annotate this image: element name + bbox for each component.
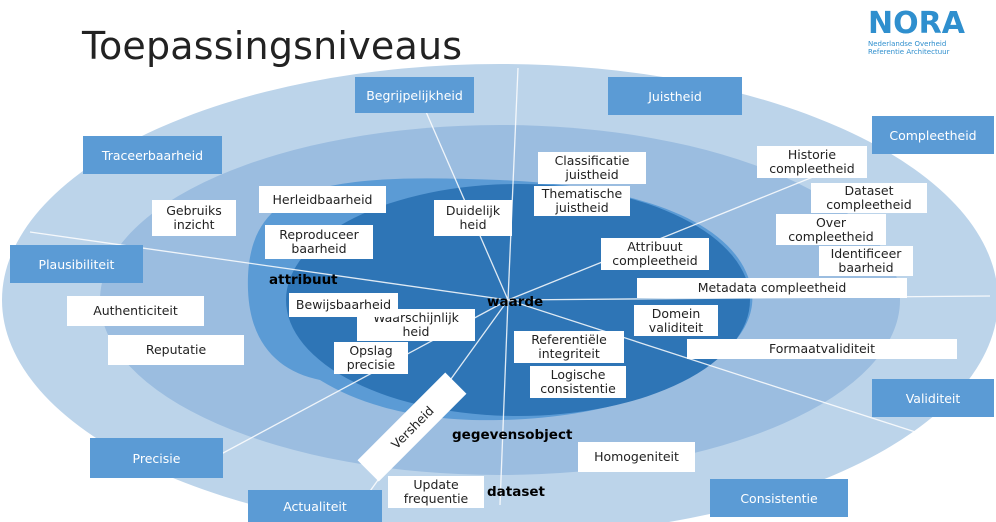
aspect-homogeniteit: Homogeniteit bbox=[578, 442, 695, 472]
nora-logo: NORA Nederlandse Overheid Referentie Arc… bbox=[868, 6, 992, 57]
aspect-metadata-compleetheid: Metadata compleetheid bbox=[637, 278, 907, 298]
aspect-reputatie: Reputatie bbox=[108, 335, 244, 365]
level-gegevensobject: gegevensobject bbox=[452, 427, 573, 443]
aspect-formaatvaliditeit: Formaatvaliditeit bbox=[687, 339, 957, 359]
dimension-begrijpelijkheid: Begrijpelijkheid bbox=[355, 77, 474, 113]
aspect-bewijsbaarheid: Bewijsbaarheid bbox=[289, 293, 398, 317]
aspect-classificatie-juistheid: Classificatie juistheid bbox=[538, 152, 646, 184]
aspect-over-compleetheid: Over compleetheid bbox=[776, 214, 886, 245]
aspect-gebruiks-inzicht: Gebruiks inzicht bbox=[152, 200, 236, 236]
aspect-authenticiteit: Authenticiteit bbox=[67, 296, 204, 326]
page-title: Toepassingsniveaus bbox=[82, 24, 463, 68]
aspect-duidelijkheid: Duidelijk heid bbox=[434, 200, 512, 236]
logo-name: NORA bbox=[868, 6, 965, 41]
aspect-waarschijnlijkheid: Waarschijnlijk heid bbox=[357, 309, 475, 341]
aspect-reproduceer-baarheid: Reproduceer baarheid bbox=[265, 225, 373, 259]
dimension-plausibiliteit: Plausibiliteit bbox=[10, 245, 143, 283]
aspect-thematische-juistheid: Thematische juistheid bbox=[534, 186, 630, 216]
dimension-validiteit: Validiteit bbox=[872, 379, 994, 417]
aspect-referentiele-integriteit: Referentiële integriteit bbox=[514, 331, 624, 363]
dimension-precisie: Precisie bbox=[90, 438, 223, 478]
aspect-logische-consistentie: Logische consistentie bbox=[530, 366, 626, 398]
aspect-update-frequentie: Update frequentie bbox=[388, 476, 484, 508]
logo-line-2: Referentie Architectuur bbox=[868, 48, 950, 56]
aspect-historie-compleetheid: Historie compleetheid bbox=[757, 146, 867, 178]
dimension-compleetheid: Compleetheid bbox=[872, 116, 994, 154]
dimension-actualiteit: Actualiteit bbox=[248, 490, 382, 522]
aspect-identificeer-baarheid: Identificeer baarheid bbox=[819, 246, 913, 276]
aspect-dataset-compleetheid: Dataset compleetheid bbox=[811, 183, 927, 213]
logo-line-1: Nederlandse Overheid bbox=[868, 40, 947, 48]
dimension-traceerbaarheid: Traceerbaarheid bbox=[83, 136, 222, 174]
level-waarde: waarde bbox=[487, 294, 544, 310]
level-attribuut: attribuut bbox=[269, 272, 338, 288]
level-dataset: dataset bbox=[487, 484, 545, 500]
aspect-opslag-precisie: Opslag precisie bbox=[334, 342, 408, 374]
dimension-juistheid: Juistheid bbox=[608, 77, 742, 115]
dimension-consistentie: Consistentie bbox=[710, 479, 848, 517]
aspect-attribuut-compleetheid: Attribuut compleetheid bbox=[601, 238, 709, 270]
aspect-herleidbaarheid: Herleidbaarheid bbox=[259, 186, 386, 213]
aspect-domein-validiteit: Domein validiteit bbox=[634, 305, 718, 336]
